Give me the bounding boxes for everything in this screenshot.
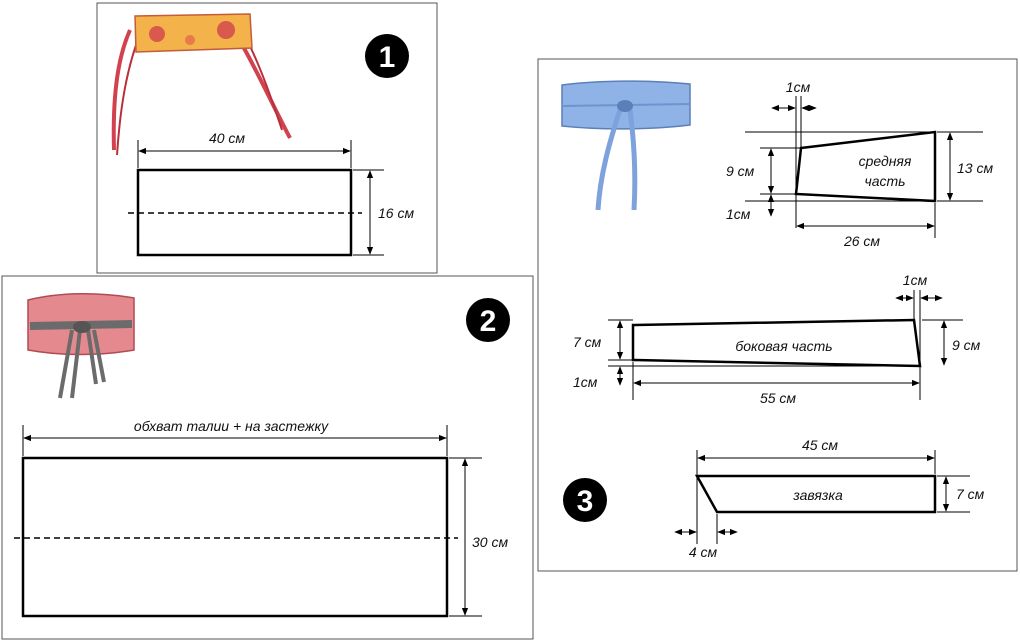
middle-left-height-label: 9 см — [726, 163, 755, 179]
middle-right-height-label: 13 см — [957, 160, 993, 176]
side-width-label: 55 см — [760, 390, 796, 406]
belt-1-flower — [149, 26, 165, 42]
panel-2-pattern-piece — [21, 456, 449, 618]
belt-3-knot — [617, 100, 633, 112]
tie-width-label: 45 см — [802, 437, 838, 453]
belt-2-illustration — [27, 292, 135, 399]
middle-part-name-line1: средняя — [859, 153, 912, 169]
middle-offset-top-label: 1см — [786, 79, 811, 95]
belt-2-knot — [73, 321, 91, 333]
belt-3-illustration — [561, 80, 691, 211]
panel-2-badge-number: 2 — [480, 305, 497, 338]
tie-name: завязка — [792, 487, 843, 503]
side-offset-bottom-label: 1см — [573, 374, 598, 390]
panel-2: 2 обхват талии + на застежку 30 см — [1, 275, 534, 640]
side-left-height-label: 7 см — [573, 334, 602, 350]
side-right-height-label: 9 см — [952, 337, 981, 353]
belt-3-tie-right — [627, 109, 638, 211]
side-part: боковая часть 1см 7 см 1см 9 см 55 см — [573, 272, 981, 406]
panel-3-badge-number: 3 — [577, 485, 594, 518]
panel-1-badge-number: 1 — [379, 41, 396, 74]
belt-1-tie-left — [111, 29, 132, 151]
side-part-name: боковая часть — [735, 338, 832, 354]
panel-3-badge — [563, 478, 607, 522]
middle-offset-bottom-label: 1см — [726, 206, 751, 222]
belt-1-flower — [217, 21, 235, 39]
panel-1-width-label: 40 см — [209, 130, 245, 146]
middle-part-name-line2: часть — [864, 173, 905, 189]
belt-2-tie-right — [86, 329, 106, 385]
middle-part: средняя часть 1см 9 см 1см 13 см 26 см — [726, 79, 993, 249]
panel-2-width-label: обхват талии + на застежку — [134, 418, 329, 434]
panel-1: 1 40 см 16 см — [96, 2, 438, 274]
belt-2-tie-left — [58, 329, 82, 399]
tie-piece — [694, 474, 937, 514]
belt-1-illustration — [111, 13, 292, 156]
belt-3-tie-left — [595, 109, 623, 211]
tie-height-label: 7 см — [956, 486, 985, 502]
panel-2-badge — [466, 298, 510, 342]
panel-1-height-label: 16 см — [378, 205, 414, 221]
tie-part: завязка 45 см 7 см 4 см — [674, 437, 985, 560]
panel-1-badge — [365, 34, 409, 78]
tie-bevel-label: 4 см — [689, 544, 718, 560]
panel-3: 3 средняя часть 1см 9 см 1см 13 см — [537, 58, 1018, 572]
side-offset-top-label: 1см — [903, 272, 928, 288]
belt-1-flower — [185, 35, 195, 45]
middle-width-label: 26 см — [843, 233, 880, 249]
panel-2-height-label: 30 см — [472, 534, 508, 550]
